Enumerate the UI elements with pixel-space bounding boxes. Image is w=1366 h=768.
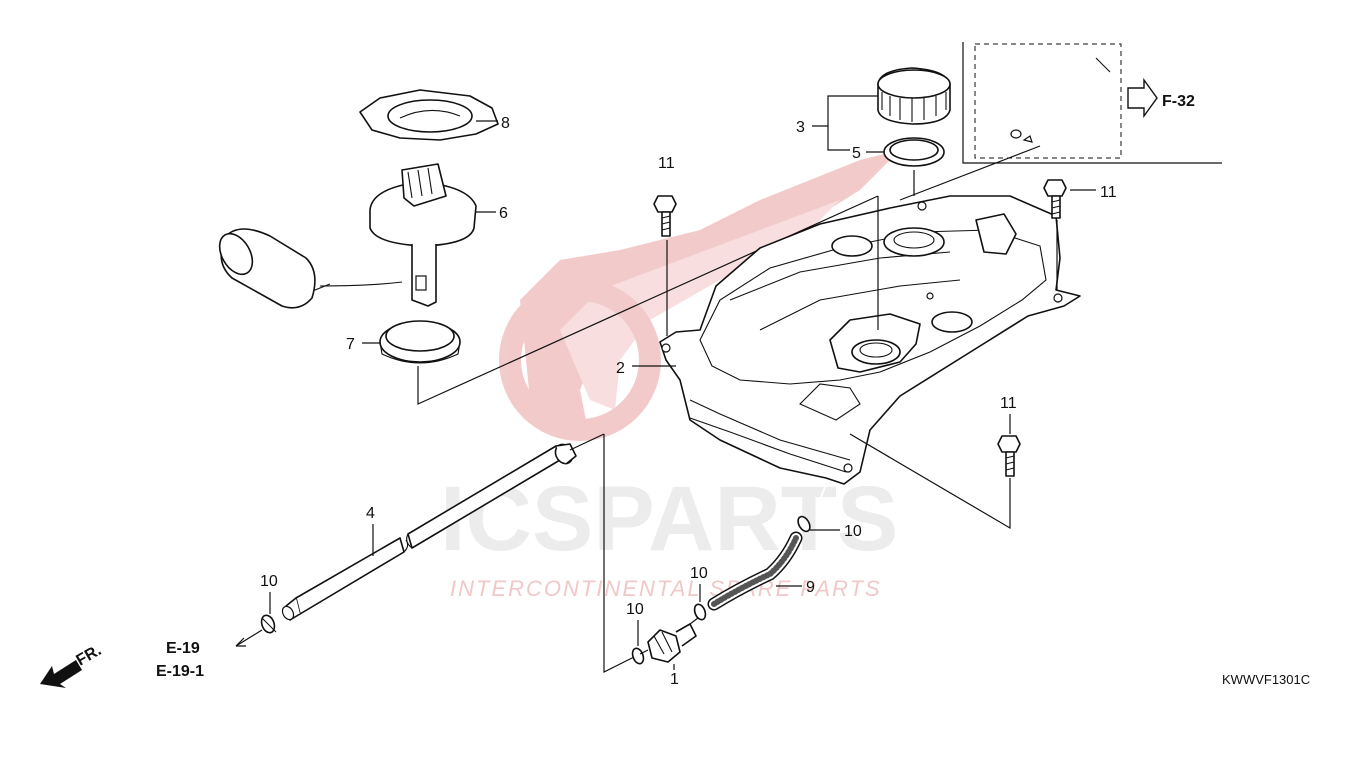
part-6-fuel-pump-unit — [218, 163, 477, 309]
callout-7: 7 — [346, 336, 355, 353]
diagram-code: KWWVF1301C — [1222, 672, 1310, 687]
callout-4: 4 — [366, 505, 375, 522]
callout-6: 6 — [499, 205, 508, 222]
callout-3: 3 — [796, 119, 805, 136]
callout-2: 2 — [616, 360, 625, 377]
part-3-fuel-cap — [877, 67, 951, 125]
callout-5: 5 — [852, 145, 861, 162]
callout-8: 8 — [501, 115, 510, 132]
ref-label-f32: F-32 — [1162, 93, 1195, 110]
callout-11-right-bottom: 11 — [1000, 395, 1017, 412]
part-10-clamp-top — [797, 515, 811, 533]
part-1-fuel-filter — [639, 617, 699, 663]
callout-10-top: 10 — [844, 523, 862, 540]
ref-arrow-f32 — [1127, 77, 1158, 119]
callout-10-left: 10 — [260, 573, 278, 590]
part-10-clamp-hose — [693, 603, 707, 621]
part-11-bolt-left — [653, 195, 677, 237]
part-5-cap-gasket — [883, 137, 945, 167]
front-direction-arrow-icon — [40, 660, 82, 688]
callout-11-right-top: 11 — [1100, 184, 1117, 201]
inset-breather-tube — [899, 42, 1222, 201]
watermark-tagline: INTERCONTINENTAL SPARE PARTS — [450, 576, 882, 601]
callout-11-left: 11 — [658, 155, 675, 172]
part-7-pump-seal — [379, 320, 461, 364]
part-10-clamp-filter — [631, 647, 645, 665]
callout-10-filter: 10 — [626, 601, 644, 618]
callout-10-hose: 10 — [690, 565, 708, 582]
part-11-bolt-right-top — [1043, 179, 1067, 219]
part-2-fuel-tank — [659, 195, 1081, 511]
ref-label-e19-1: E-19-1 — [156, 663, 204, 680]
part-9-fuel-hose-short — [707, 531, 803, 611]
ref-label-e19: E-19 — [166, 640, 200, 657]
callout-9: 9 — [806, 579, 815, 596]
part-10-clamp-left — [260, 614, 277, 634]
part-8-retaining-ring — [359, 89, 499, 141]
part-4-fuel-hose — [281, 443, 577, 621]
callout-1: 1 — [670, 671, 679, 688]
part-11-bolt-right-bottom — [997, 435, 1021, 477]
